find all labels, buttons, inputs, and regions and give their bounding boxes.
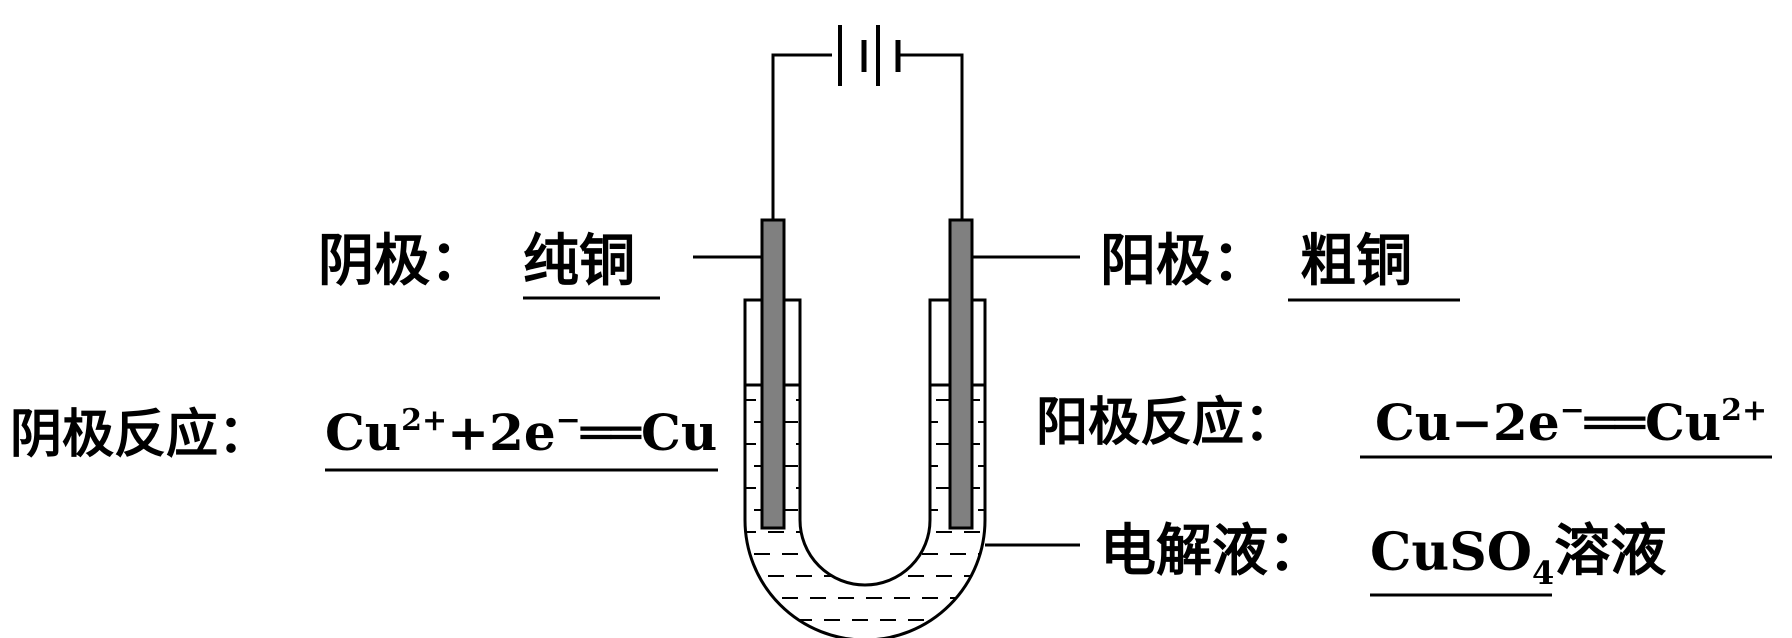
cathode-label: 阴极： [318,228,486,294]
electrolyte-formula: CuSO4溶液 [1370,518,1666,592]
cathode-electrode [760,218,786,530]
anode-reaction-label: 阳极反应： [1036,392,1296,453]
cathode-answer: 纯铜 [523,228,635,294]
anode-reaction-equation: Cu−2e−══Cu2+ [1375,393,1767,452]
anode-answer: 粗铜 [1300,228,1412,294]
electrolyte-label: 电解液： [1100,518,1324,584]
right-wire [898,53,964,220]
battery [771,25,964,220]
u-tube [743,298,987,638]
cathode-reaction-label: 阴极反应： [10,404,270,465]
cathode-reaction-equation: Cu2++2e−══Cu [325,403,717,462]
anode-electrode [948,218,974,530]
anode-label: 阳极： [1100,228,1268,294]
left-wire [771,53,832,220]
